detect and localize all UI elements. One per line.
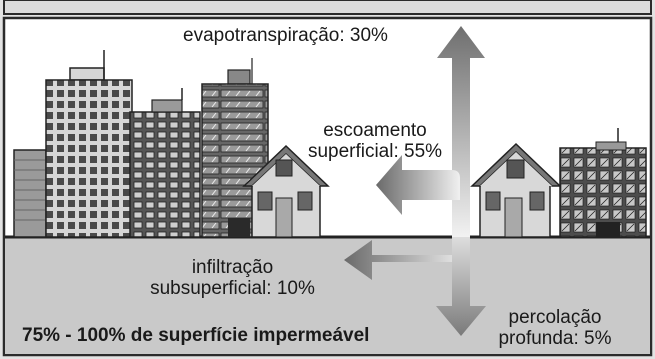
deep-percolation-arrow (436, 237, 486, 336)
runoff-arrow (376, 155, 460, 215)
infiltration-text-1: infiltração (191, 257, 274, 278)
evapotranspiration-label: evapotranspiração: 30% (183, 25, 388, 47)
subsurface-infiltration-label: infiltração subsuperficial: 10% (120, 257, 345, 299)
left-house (242, 144, 330, 238)
impervious-surface-label: 75% - 100% de superfície impermeável (22, 325, 370, 347)
impervious-text: 75% - 100% de superfície impermeável (22, 325, 370, 346)
ground (5, 237, 650, 354)
runoff-text-1: escoamento (323, 120, 427, 141)
evapotranspiration-arrow (437, 26, 485, 237)
left-buildings (13, 50, 269, 238)
infiltration-text-2: subsuperficial: 10% (150, 277, 315, 299)
percolation-text-2: profunda: 5% (498, 327, 612, 349)
right-house (470, 142, 562, 238)
runoff-text-2: superficial: 55% (307, 140, 443, 162)
right-building (559, 128, 647, 238)
evapotranspiration-text: evapotranspiração: 30% (183, 25, 388, 46)
subsurface-infiltration-arrow (344, 240, 468, 280)
percolation-text-1: percolação (508, 307, 602, 328)
deep-percolation-label: percolação profunda: 5% (470, 307, 640, 349)
surface-runoff-label: escoamento superficial: 55% (300, 120, 450, 162)
